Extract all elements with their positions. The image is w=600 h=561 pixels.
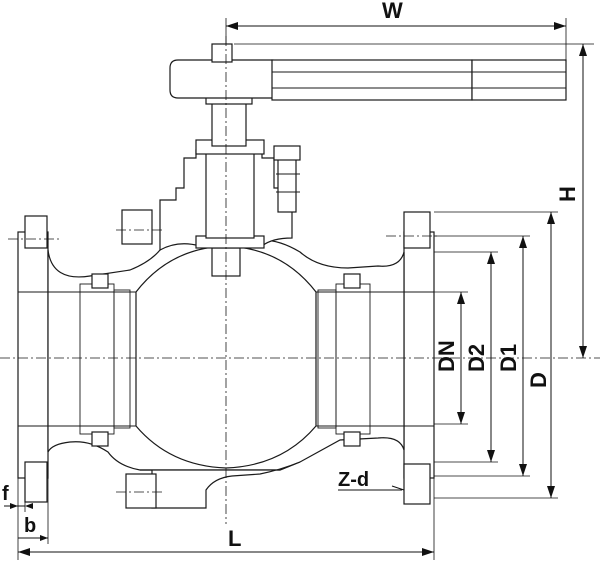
left-flange xyxy=(17,231,49,479)
seat-bolt-1 xyxy=(91,273,109,289)
dimension-d2: D2 xyxy=(434,251,498,463)
label-d: D xyxy=(526,372,551,388)
bottom-bolt xyxy=(125,473,157,509)
label-l: L xyxy=(228,526,241,551)
bonnet-bolt-head xyxy=(273,145,301,161)
valve-body xyxy=(17,149,435,509)
bottom-trunnion xyxy=(140,461,301,509)
dimension-z-d: Z-d xyxy=(338,469,405,491)
label-z-d: Z-d xyxy=(338,469,369,491)
handle-lock-nut xyxy=(211,43,233,63)
dimension-w: W xyxy=(225,0,567,62)
seat-ring-right-inner xyxy=(317,289,337,429)
seat-ring-left-inner xyxy=(113,289,131,429)
dimension-b: b xyxy=(18,478,49,544)
handle-grip xyxy=(471,59,567,101)
handle-hub xyxy=(169,59,281,99)
flange-bolt-top-left xyxy=(24,215,48,249)
label-b: b xyxy=(24,515,36,537)
handle-bar xyxy=(271,59,473,101)
flange-bolt-bottom-right xyxy=(403,463,431,505)
dimension-dn: DN xyxy=(434,291,468,425)
seat-bolt-3 xyxy=(343,273,361,289)
label-w: W xyxy=(382,0,403,23)
label-h: H xyxy=(555,186,580,202)
dimension-l: L xyxy=(17,478,435,560)
top-left-bolt xyxy=(121,209,153,245)
dimension-d: D xyxy=(434,211,558,499)
seat-bolt-2 xyxy=(91,431,109,447)
flange-bolt-bottom-left xyxy=(24,461,48,503)
label-f: f xyxy=(2,483,9,505)
label-dn: DN xyxy=(434,340,459,372)
stem-assembly xyxy=(195,91,301,249)
seat-bolt-4 xyxy=(343,431,361,447)
label-d2: D2 xyxy=(464,344,489,372)
right-flange xyxy=(403,231,435,479)
dimension-h: H xyxy=(234,43,594,358)
flange-bolt-top-right xyxy=(403,211,431,249)
stem-upper xyxy=(211,99,247,147)
label-d1: D1 xyxy=(496,344,521,372)
dimension-d1: D1 xyxy=(434,235,530,477)
stem-lower xyxy=(205,149,255,239)
lever-handle xyxy=(169,43,567,101)
dimension-f: f xyxy=(2,478,33,512)
